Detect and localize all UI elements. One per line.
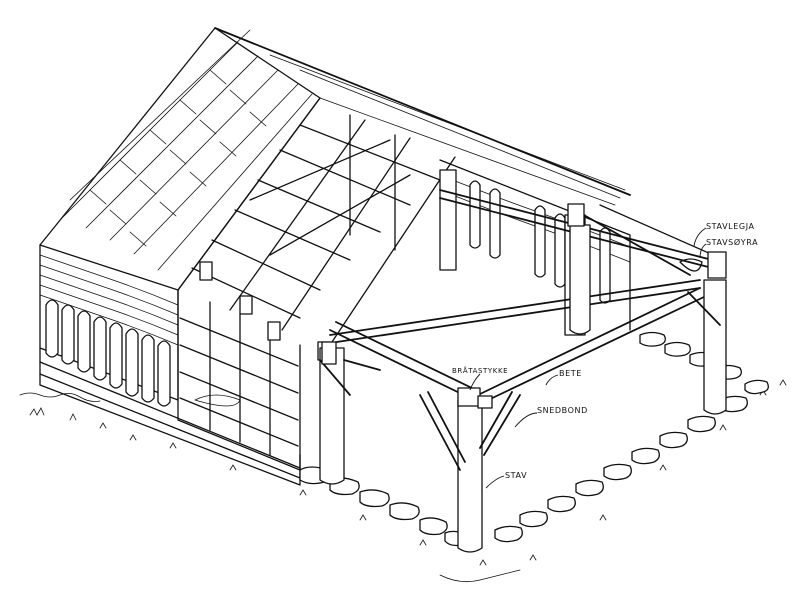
snedbond-leader: [514, 412, 538, 428]
label-bete: BETE: [559, 369, 582, 378]
back-wall: [439, 159, 631, 336]
part-labels: STAVLEGJA STAVSØYRA BRÅTASTYKKE BETE SNE…: [452, 222, 758, 489]
left-front-post: [319, 341, 381, 485]
stavsoyra-leader: [699, 243, 707, 259]
stav-leader: [485, 475, 505, 489]
label-stavsoyra: STAVSØYRA: [706, 237, 758, 247]
bete-leader: [545, 374, 559, 386]
back-right-post: [567, 203, 591, 335]
roof-shingled: [39, 27, 631, 291]
label-snedbond: SNEDBOND: [537, 406, 588, 415]
left-gable-wall: [39, 244, 179, 407]
label-stavlegja: STAVLEGJA: [706, 222, 755, 231]
stavlegja-leader: [693, 227, 707, 247]
bratastykke-leader: [469, 373, 481, 391]
front-wall-framing: [177, 289, 301, 471]
front-stav-post: [419, 387, 521, 553]
label-bratastykke: BRÅTASTYKKE: [452, 366, 508, 375]
open-frame: [329, 189, 721, 403]
label-stav: STAV: [505, 471, 527, 480]
right-front-post: [679, 251, 727, 415]
